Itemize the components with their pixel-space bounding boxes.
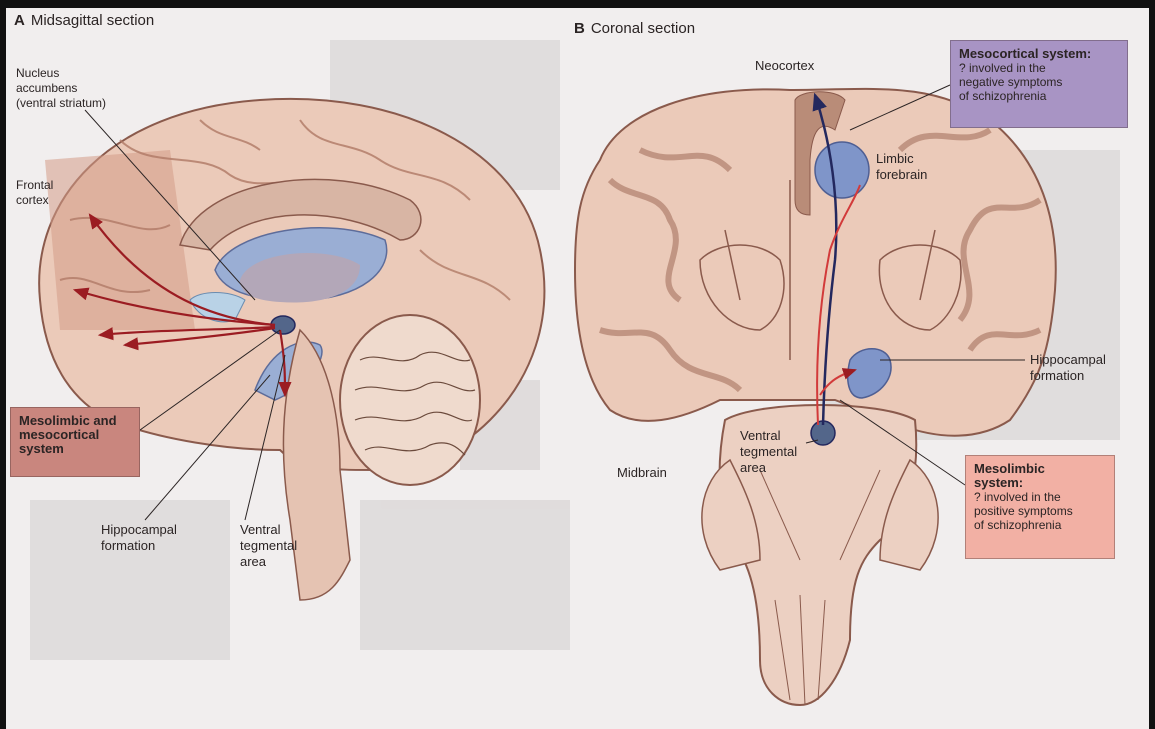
label-neocortex: Neocortex [755, 58, 814, 74]
label-nucleus-accumbens: Nucleus accumbens (ventral striatum) [16, 66, 106, 111]
panel-b-letter: B [574, 20, 585, 37]
mesolimbic-system-box: Mesolimbic system: ? involved in the pos… [965, 455, 1115, 559]
mesolimbic-box-text: ? involved in the positive symptoms of s… [974, 490, 1106, 532]
right-border [1149, 0, 1155, 729]
panel-b-title: B Coronal section [574, 20, 695, 37]
left-border [0, 0, 6, 729]
mesocortical-box-text: ? involved in the negative symptoms of s… [959, 61, 1119, 103]
panel-b-title-text: Coronal section [591, 20, 695, 37]
label-ventral-tegmental-area-b: Ventral tegmental area [740, 428, 797, 476]
panel-a-letter: A [14, 12, 25, 29]
label-ventral-tegmental-area-a: Ventral tegmental area [240, 522, 297, 570]
panel-a-title: A Midsagittal section [14, 12, 154, 29]
label-hippocampal-formation-a: Hippocampal formation [101, 522, 177, 554]
label-limbic-forebrain: Limbic forebrain [876, 151, 927, 183]
mesolimbic-mesocortical-box: Mesolimbic and mesocortical system [10, 407, 140, 477]
mesolimbic-mesocortical-box-title: Mesolimbic and mesocortical system [19, 414, 131, 456]
label-hippocampal-formation-b: Hippocampal formation [1030, 352, 1106, 384]
mesocortical-box-title: Mesocortical system: [959, 47, 1119, 61]
mesocortical-system-box: Mesocortical system: ? involved in the n… [950, 40, 1128, 128]
label-midbrain: Midbrain [617, 465, 667, 481]
top-border [0, 0, 1155, 8]
panel-a-title-text: Midsagittal section [31, 12, 154, 29]
mesolimbic-box-title: Mesolimbic system: [974, 462, 1106, 490]
label-frontal-cortex: Frontal cortex [16, 178, 53, 208]
